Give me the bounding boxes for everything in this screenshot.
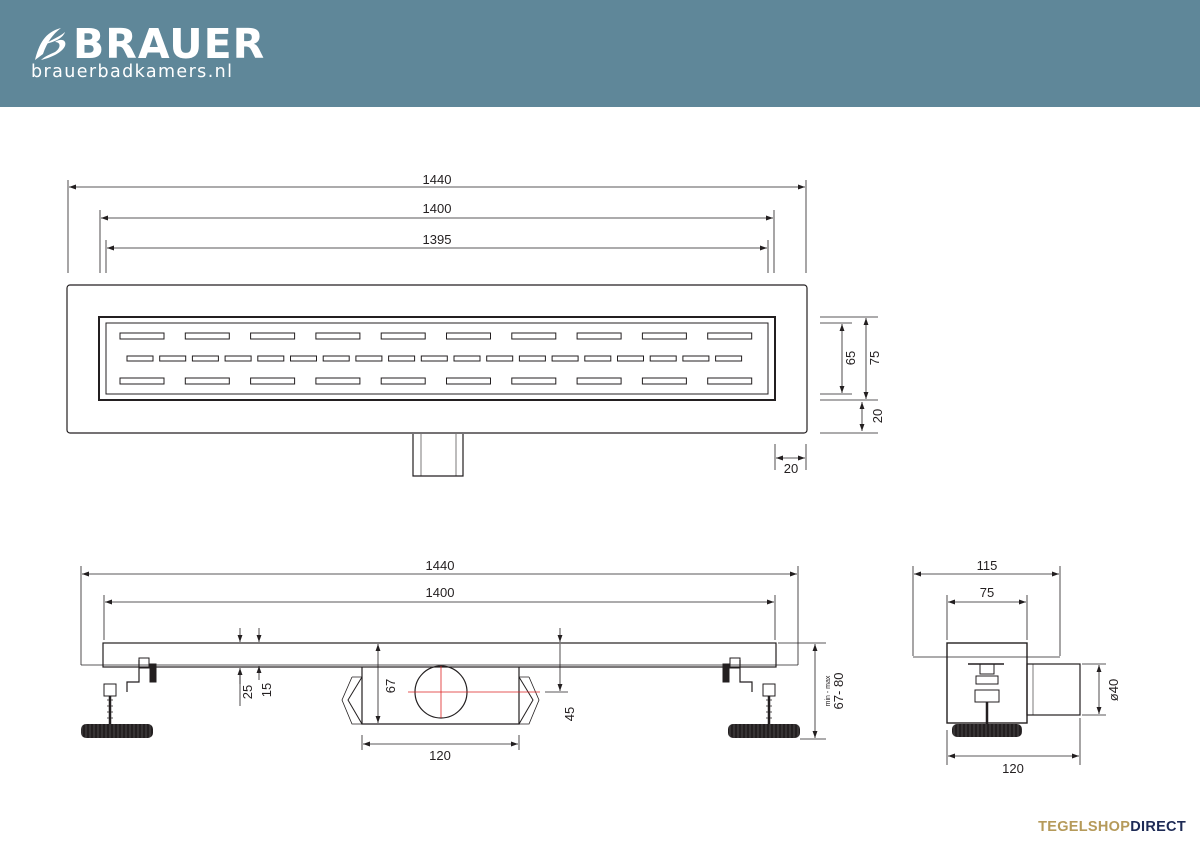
grate-slot — [191, 355, 219, 362]
right-adjustable-foot — [728, 724, 800, 738]
grate-slot — [290, 355, 317, 362]
top-view — [66, 180, 878, 477]
grate-slot — [518, 355, 546, 362]
grate-slot — [641, 332, 687, 340]
label-25: 25 — [240, 685, 255, 699]
grate-slot — [707, 377, 753, 385]
side-view — [80, 566, 826, 750]
label-67-80: 67- 80 — [831, 673, 846, 710]
brand-url[interactable]: brauerbadkamers.nl — [31, 62, 234, 82]
end-view-foot — [952, 724, 1022, 737]
grate-slot — [649, 355, 677, 362]
grate-slot — [250, 377, 296, 385]
grate-slot — [446, 377, 491, 385]
brauer-logo-icon — [35, 28, 66, 60]
label-1395: 1395 — [423, 232, 452, 247]
grate-slot — [584, 355, 612, 362]
grate-slot — [511, 332, 557, 340]
header-banner: BRAUER brauerbadkamers.nl — [0, 0, 1200, 107]
grate-slot — [322, 355, 350, 362]
label-d40: ø40 — [1106, 679, 1121, 701]
end-view-labels: 115 75 ø40 120 — [977, 558, 1121, 776]
label-1400: 1400 — [423, 201, 452, 216]
label-side-1440: 1440 — [426, 558, 455, 573]
grate-slot — [446, 332, 491, 340]
grate-slot — [486, 355, 514, 362]
top-view-dimensions — [69, 184, 869, 461]
footer-brand-part1: TEGELSHOP — [1038, 819, 1131, 835]
grate-slot — [315, 332, 361, 340]
label-15: 15 — [259, 683, 274, 697]
label-115: 115 — [977, 558, 998, 573]
grate-slot — [159, 355, 187, 362]
grate-slot — [707, 332, 753, 340]
footer-brand-part2: DIRECT — [1130, 819, 1186, 835]
grate-slot — [576, 377, 622, 385]
grate-slot — [576, 332, 622, 340]
grate-slot — [119, 377, 165, 385]
end-view-dimensions — [914, 571, 1102, 759]
end-view — [912, 566, 1106, 765]
grate-slot — [184, 332, 230, 340]
label-min-max: min - max — [825, 675, 832, 706]
label-45: 45 — [562, 707, 577, 721]
top-view-labels: 1440 1400 1395 65 75 20 20 — [423, 172, 885, 476]
brand-logo[interactable]: BRAUER — [31, 22, 265, 66]
grate-slots — [119, 332, 753, 385]
grate-slot — [380, 377, 426, 385]
grate-slot — [641, 377, 687, 385]
grate-slot — [682, 355, 710, 362]
grate-slot — [184, 377, 230, 385]
technical-drawing: 1440 1400 1395 65 75 20 20 — [66, 172, 1121, 776]
label-20-side: 20 — [870, 409, 885, 423]
label-67: 67 — [383, 679, 398, 693]
grate-slot — [453, 355, 481, 362]
label-75: 75 — [867, 351, 882, 365]
grate-slot — [126, 355, 154, 362]
label-end-120: 120 — [1002, 761, 1024, 776]
label-20-end: 20 — [784, 461, 798, 476]
grate-slot — [315, 377, 361, 385]
side-view-dimensions — [82, 571, 818, 747]
label-side-1400: 1400 — [426, 585, 455, 600]
grate-slot — [715, 355, 743, 362]
left-adjustable-foot — [81, 724, 153, 738]
label-end-75: 75 — [980, 585, 994, 600]
grate-slot — [617, 355, 644, 362]
grate-slot — [119, 332, 165, 340]
grate-slot — [511, 377, 557, 385]
footer-brand[interactable]: TEGELSHOPDIRECT — [1038, 819, 1186, 835]
label-65: 65 — [843, 351, 858, 365]
grate-slot — [250, 332, 296, 340]
side-view-labels: 1440 1400 25 15 67 45 120 min - max 67- … — [240, 558, 846, 763]
grate-slot — [257, 355, 285, 362]
label-120-side: 120 — [429, 748, 451, 763]
grate-slot — [388, 355, 416, 362]
grate-slot — [380, 332, 426, 340]
grate-slot — [420, 355, 448, 362]
brand-name: BRAUER — [73, 20, 266, 68]
label-1440: 1440 — [423, 172, 452, 187]
grate-slot — [355, 355, 383, 362]
grate-slot — [551, 355, 579, 362]
grate-slot — [224, 355, 252, 362]
